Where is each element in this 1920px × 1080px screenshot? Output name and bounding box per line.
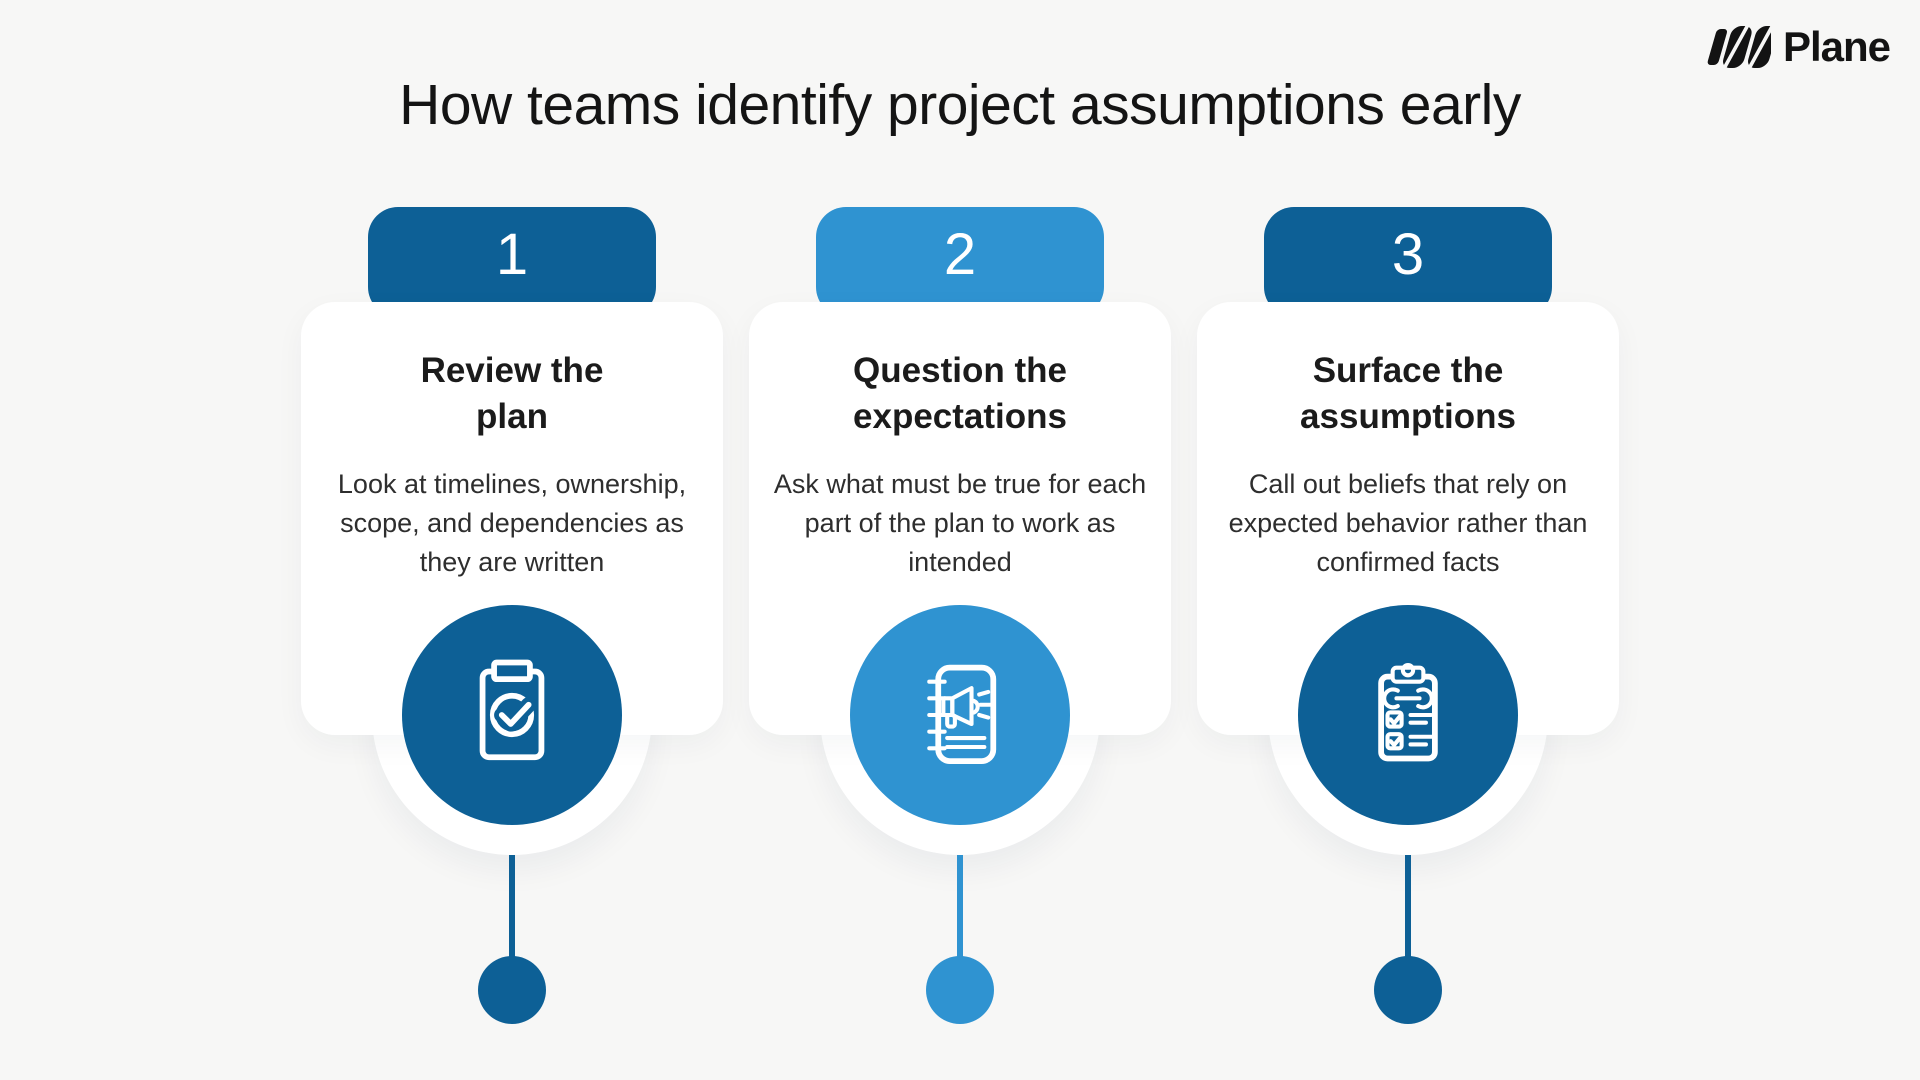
step-card-1: 1 Review the plan Look at timelines, own… [301, 207, 723, 1067]
icon-badge [850, 605, 1070, 825]
step-number: 3 [1391, 222, 1425, 287]
card-description: Ask what must be true for each part of t… [773, 469, 1147, 578]
step-number-tab: 3 [1264, 207, 1552, 317]
brand-logo: Plane [1705, 22, 1891, 72]
clipboard-wrench-checklist-icon [1378, 663, 1438, 762]
card-description: Call out beliefs that rely on expected b… [1228, 469, 1588, 578]
icon-badge [1298, 605, 1518, 825]
icon-badge [402, 605, 622, 825]
step-number: 2 [943, 222, 977, 287]
step-number-tab: 2 [816, 207, 1104, 317]
card-title: Surface the assumptions [1300, 351, 1516, 436]
brand-name: Plane [1782, 23, 1891, 70]
page-title: How teams identify project assumptions e… [399, 73, 1521, 137]
connector-line [509, 855, 515, 963]
step-number: 1 [495, 222, 529, 287]
step-card-2: 2 Question the expectations Ask what mus… [749, 207, 1171, 1067]
card-title: Question the expectations [853, 351, 1067, 436]
card-title: Review the plan [420, 351, 604, 436]
step-card-3: 3 Surface the assumptions Call out belie… [1197, 207, 1619, 1067]
connector-line [1405, 855, 1411, 963]
connector-dot [926, 956, 994, 1024]
connector-line [957, 855, 963, 963]
connector-dot [1374, 956, 1442, 1024]
step-number-tab: 1 [368, 207, 656, 317]
plane-logo-icon [1707, 23, 1771, 71]
notebook-megaphone-icon [927, 664, 997, 764]
connector-dot [478, 956, 546, 1024]
card-description: Look at timelines, ownership, scope, and… [337, 469, 687, 578]
clipboard-check-icon [479, 659, 545, 761]
